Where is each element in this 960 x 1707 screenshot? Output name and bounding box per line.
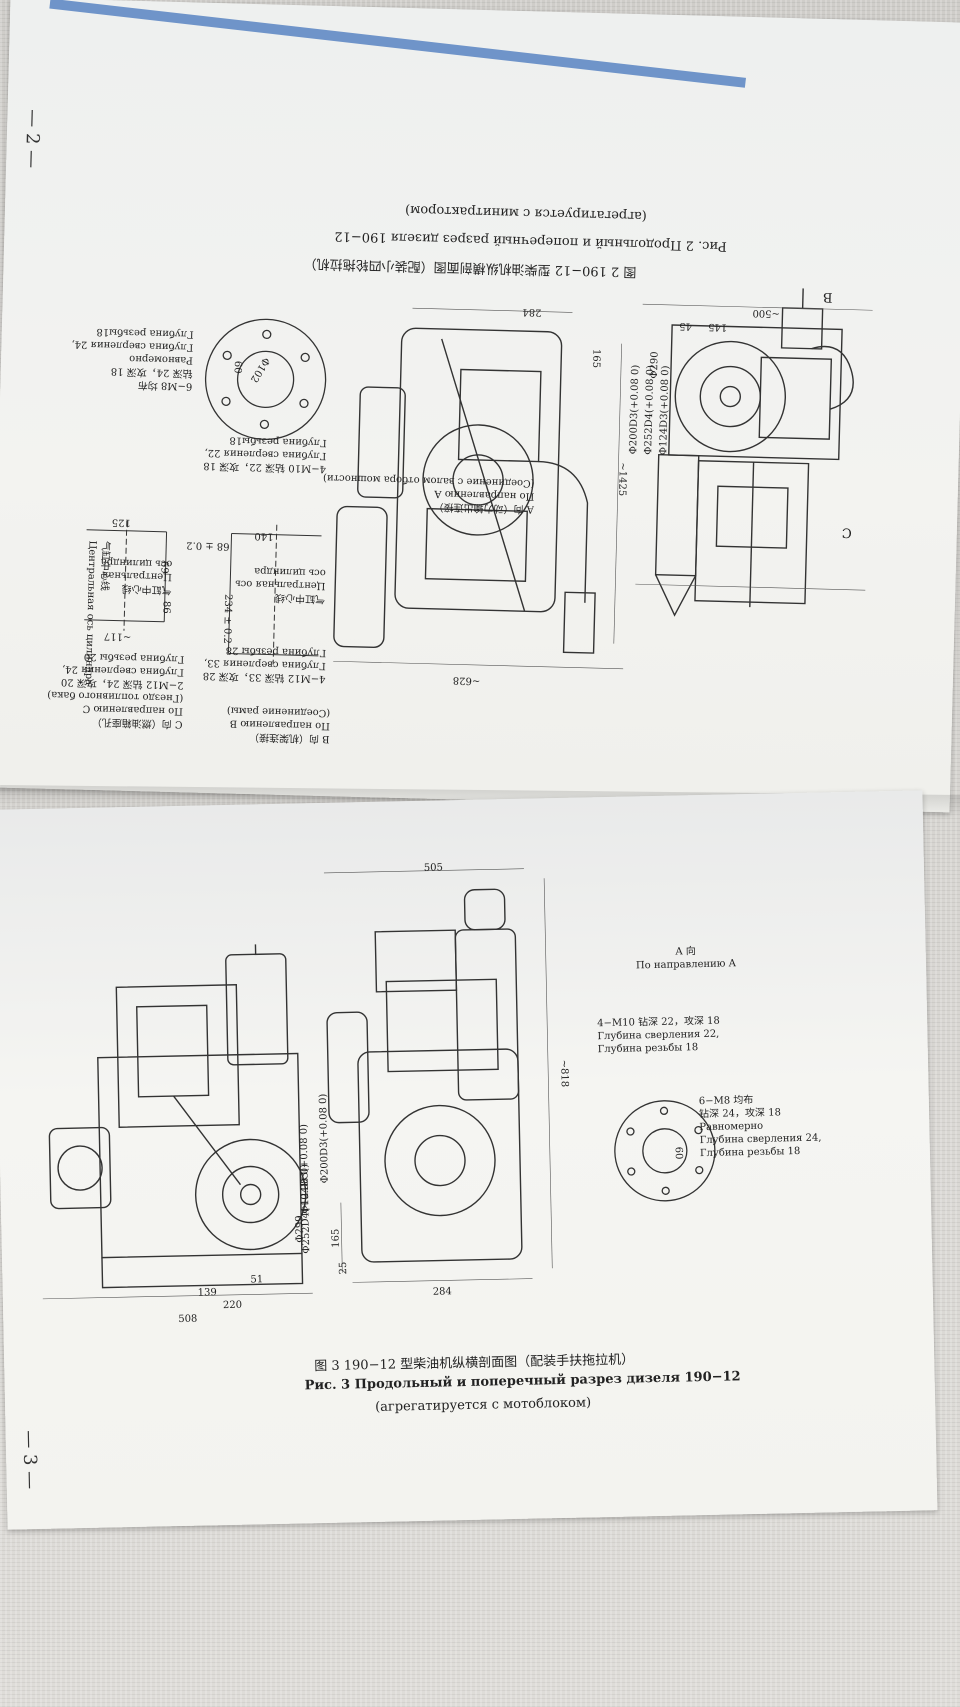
- dim-86: 86: [160, 600, 172, 614]
- b-dim-60: 60: [672, 1146, 684, 1160]
- figure-2-caption-ru1: Рис. 2 Продольный и поперечный разрез ди…: [334, 228, 728, 254]
- note-center-1: 气缸中心线 Центральная ось ось цилиндра: [235, 565, 326, 605]
- dim-125: 125: [111, 516, 132, 528]
- dim-500: ~500: [752, 307, 781, 319]
- b-dim-818: ~818: [558, 1059, 570, 1088]
- fi-290: Φ290: [648, 351, 661, 379]
- note-m10-bottom: 4−M10 钻深 22，攻深 18 Глубина сверления 22, …: [597, 1015, 720, 1056]
- dim-140: 140: [254, 530, 274, 542]
- figure-2-bracket-c: [84, 520, 168, 631]
- note-m8-top: 6−M8 均布 钻深 24，攻深 18 Равномерно Глубина с…: [71, 325, 194, 392]
- note-m10-top: 4−M10 钻深 22，攻深 18 Глубина сверления 22, …: [203, 434, 327, 474]
- b-fi-299: Φ299: [294, 1215, 306, 1243]
- note-b-dir-top: B 向（机架连接） По направлению B (Соединение р…: [226, 704, 331, 745]
- dim-60: 60: [231, 360, 243, 374]
- figure-2-caption-ru2: (агрегатируется с минитрактором): [404, 201, 648, 224]
- figure-3-longitudinal-section: [42, 944, 313, 1300]
- page-number-bottom: — 3 —: [18, 1430, 41, 1490]
- dim-284: 284: [522, 306, 542, 318]
- bottom-page: 139 51 220 508 Φ124D3(+0.08 0) Φ252D4(+0…: [0, 790, 938, 1530]
- figure-2-bracket-b: [227, 524, 322, 665]
- arrow-c: C: [841, 524, 852, 540]
- dim-68: 68 ± 0.2: [186, 539, 230, 552]
- note-m12-top: 4−M12 钻深 33，攻深 28 Глубина сверления 33, …: [202, 644, 327, 685]
- b-dim-508: 508: [178, 1313, 198, 1326]
- figure-3-caption-cn: 图 3 190−12 型柴油机纵横剖面图（配装手扶拖拉机）: [314, 1352, 635, 1375]
- b-dim-165: 165: [330, 1228, 342, 1248]
- b-dim-505: 505: [423, 862, 444, 874]
- b-dim-220: 220: [222, 1299, 243, 1312]
- figure-2-flange-a: [204, 318, 327, 441]
- page-number-top: — 2 —: [21, 108, 44, 169]
- b-dim-51: 51: [250, 1274, 264, 1286]
- dim-1425: ~1425: [616, 462, 628, 497]
- dim-165: 165: [590, 348, 602, 369]
- note-m8-bottom: 6−M8 均布 钻深 24，攻深 18 Равномерно Глубина с…: [698, 1094, 822, 1160]
- fi-124: Φ124D3(+0.08 0): [658, 365, 672, 456]
- top-page: — 2 — 图 2 190−12 型柴油机纵横剖面图（配装小四轮拖拉机） Рис…: [0, 0, 960, 813]
- b-dim-284: 284: [432, 1286, 452, 1298]
- blue-cover-edge: [49, 0, 746, 88]
- note-a-dir-bottom: A 向 По направлению A: [635, 946, 736, 972]
- dim-45: 45: [679, 320, 693, 332]
- figure-3-flange-a: [614, 1100, 716, 1202]
- b-dim-25: 25: [337, 1261, 350, 1275]
- figure-3-caption-ru2: (агрегатируется с мотоблоком): [375, 1395, 592, 1415]
- dim-145: 145: [707, 320, 728, 333]
- figure-2-cross-section: [333, 307, 624, 670]
- note-a-dir-top: A 向（动力输出连接） По направлению A (Соединение…: [322, 471, 535, 515]
- dim-234: 234 ± 0.2: [221, 593, 234, 644]
- figure-2-longitudinal-section: [635, 288, 873, 617]
- figure-2-caption-cn: 图 2 190−12 型柴油机纵横剖面图（配装小四轮拖拉机）: [303, 255, 637, 280]
- dim-628: ~628: [452, 674, 481, 687]
- note-c-dir-top: C 向（燃油箱座孔） По направлению C (Гнездо топл…: [47, 650, 185, 730]
- figure-3-cross-section: [323, 868, 553, 1283]
- arrow-b: B: [822, 288, 833, 305]
- b-dim-139: 139: [197, 1287, 217, 1299]
